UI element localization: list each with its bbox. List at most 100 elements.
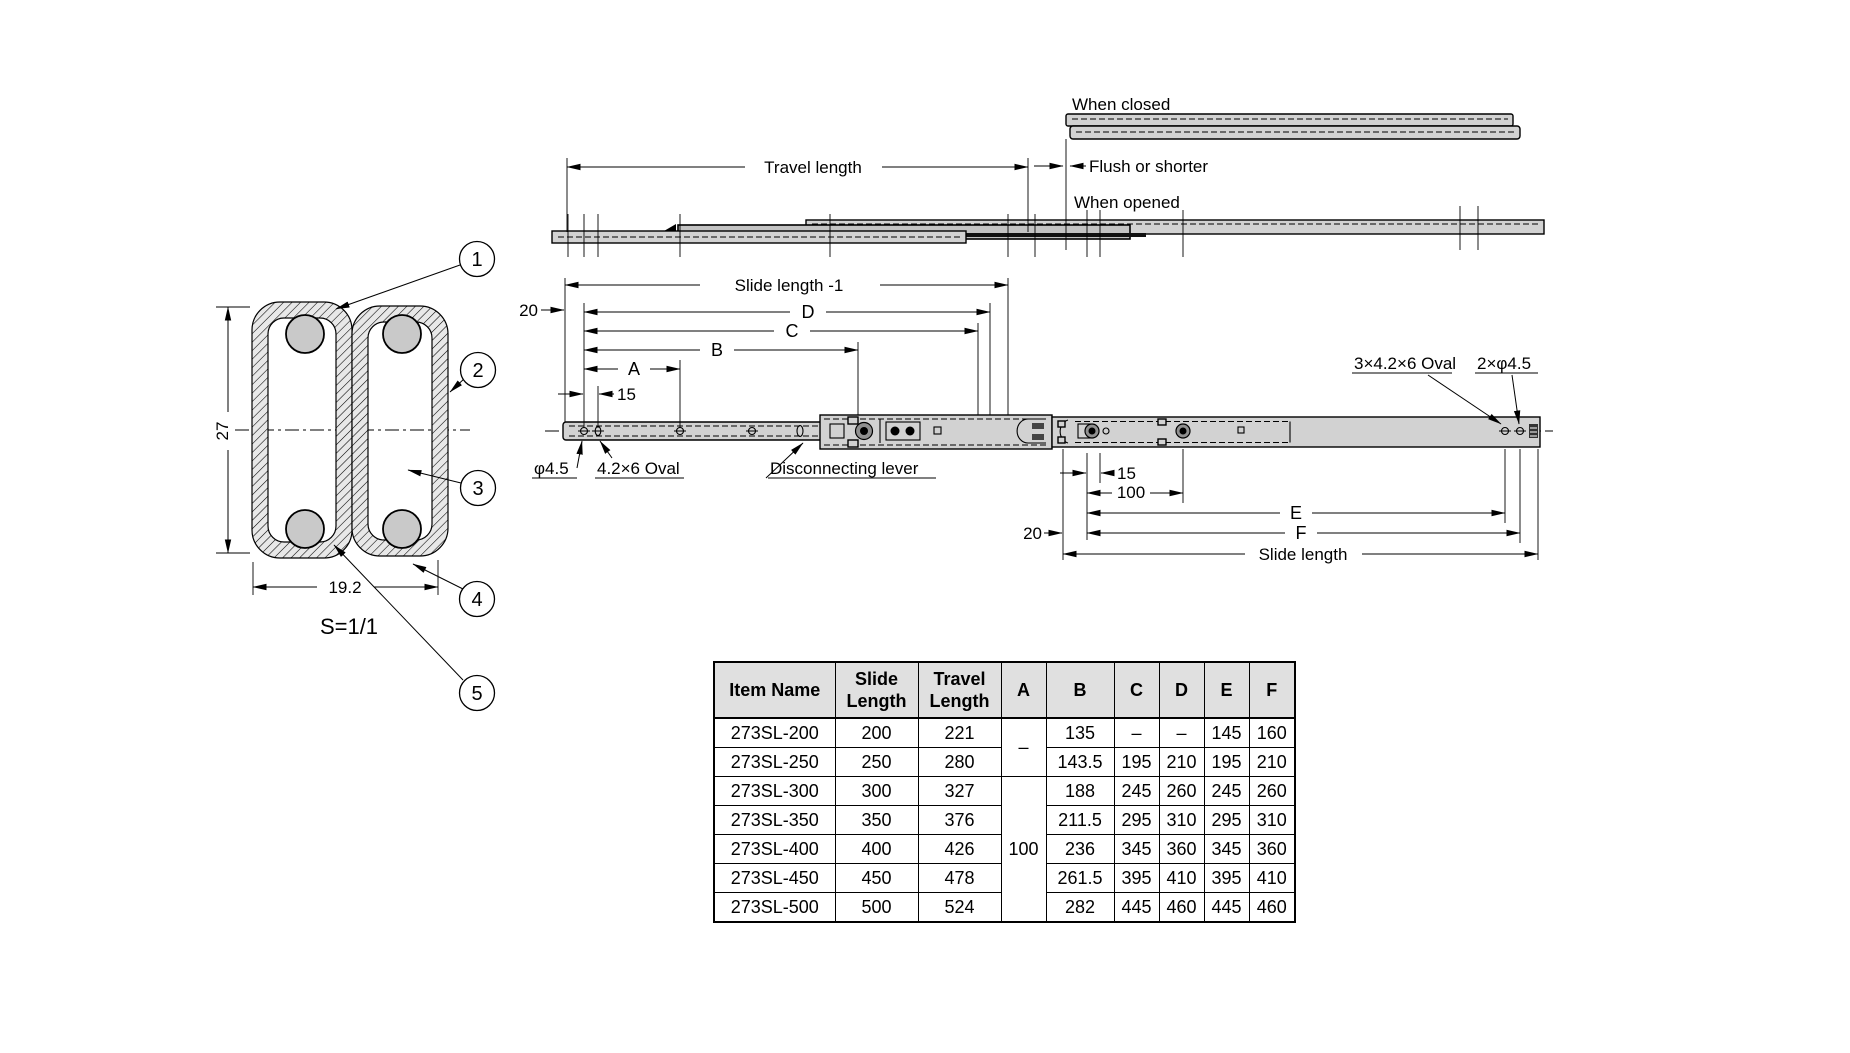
- col-f: F: [1248, 661, 1296, 719]
- col-travel-length: Travel Length: [917, 661, 1002, 719]
- slide-length-minus1-label: Slide length -1: [735, 276, 844, 295]
- cell-item: 273SL-500: [713, 892, 836, 923]
- member-overlap-band: [790, 233, 1146, 237]
- cell-f: 360: [1248, 834, 1296, 864]
- table-header-row: Item Name Slide Length Travel Length A B…: [713, 661, 1296, 719]
- oval-hole-label: 4.2×6 Oval: [597, 459, 680, 478]
- cell-slide: 450: [834, 863, 919, 893]
- callout-circle-4: [458, 580, 496, 618]
- ball-top-left: [285, 314, 325, 354]
- dim-c: C: [786, 321, 799, 341]
- open-close-diagram: When closed When opened Travel length Fl…: [551, 95, 1545, 257]
- cell-item: 273SL-250: [713, 747, 836, 777]
- cell-b: 282: [1045, 892, 1115, 923]
- callout-circle-3: [459, 469, 497, 507]
- col-d: D: [1158, 661, 1205, 719]
- cell-item: 273SL-400: [713, 834, 836, 864]
- cabinet-member-rail: [1051, 416, 1541, 448]
- cross-section-left-member: [251, 301, 353, 559]
- cell-e: 445: [1203, 892, 1250, 923]
- cell-b: 261.5: [1045, 863, 1115, 893]
- cell-c: 345: [1113, 834, 1160, 864]
- flush-or-shorter-label: Flush or shorter: [1089, 157, 1208, 176]
- table-row: 273SL-300 300 327 100 188 245 260 245 26…: [713, 776, 1296, 923]
- member-hook: [664, 224, 676, 231]
- cell-d: 310: [1158, 805, 1205, 835]
- dim-e: E: [1290, 503, 1302, 523]
- cell-slide: 200: [834, 717, 919, 748]
- cell-c: 295: [1113, 805, 1160, 835]
- cell-e: 345: [1203, 834, 1250, 864]
- when-opened-label: When opened: [1074, 193, 1180, 212]
- ball-top-right: [382, 314, 422, 354]
- table-row: 273SL-350 350 376 211.5 295 310 295 310: [713, 805, 1296, 835]
- cell-travel: 478: [917, 863, 1002, 893]
- cross-section-drawing: 27 19.2 S=1/1 1 2 3 4 5: [213, 240, 497, 712]
- col-e: E: [1203, 661, 1250, 719]
- disconnecting-lever-label: Disconnecting lever: [770, 459, 919, 478]
- dim-a: A: [628, 359, 640, 379]
- col-slide-length: Slide Length: [834, 661, 919, 719]
- col-b: B: [1045, 661, 1115, 719]
- cell-d: 210: [1158, 747, 1205, 777]
- cell-e: 145: [1203, 717, 1250, 748]
- cell-item: 273SL-450: [713, 863, 836, 893]
- when-closed-label: When closed: [1072, 95, 1170, 114]
- dim-20-right: 20: [1023, 524, 1042, 543]
- callout-3: 3: [472, 478, 483, 500]
- cell-travel: 524: [917, 892, 1002, 923]
- cell-f: 410: [1248, 863, 1296, 893]
- cell-c: 245: [1113, 776, 1160, 806]
- cell-slide: 500: [834, 892, 919, 923]
- dim-100: 100: [1117, 483, 1145, 502]
- cell-a-merged: 100: [1000, 776, 1047, 923]
- cell-travel: 376: [917, 805, 1002, 835]
- col-c: C: [1113, 661, 1160, 719]
- slide-length-label: Slide length: [1259, 545, 1348, 564]
- cell-b: 211.5: [1045, 805, 1115, 835]
- cell-travel: 221: [917, 717, 1002, 748]
- table-row: 273SL-250 250 280 143.5 195 210 195 210: [713, 747, 1296, 777]
- callout-2: 2: [472, 360, 483, 382]
- scale-label: S=1/1: [320, 614, 378, 639]
- cell-c: 445: [1113, 892, 1160, 923]
- col-item-name: Item Name: [713, 661, 836, 719]
- cell-d: 460: [1158, 892, 1205, 923]
- cell-b: 188: [1045, 776, 1115, 806]
- cell-travel: 327: [917, 776, 1002, 806]
- cell-f: 310: [1248, 805, 1296, 835]
- width-dim: 19.2: [328, 578, 361, 597]
- cell-slide: 300: [834, 776, 919, 806]
- col-a: A: [1000, 661, 1047, 719]
- cell-b: 135: [1045, 717, 1115, 748]
- cell-item: 273SL-200: [713, 717, 836, 748]
- cell-d: 360: [1158, 834, 1205, 864]
- travel-length-label: Travel length: [764, 158, 862, 177]
- oval-hole-3x-label: 3×4.2×6 Oval: [1354, 354, 1456, 373]
- ball-bottom-left: [285, 509, 325, 549]
- height-dim: 27: [213, 422, 232, 441]
- cell-d: 260: [1158, 776, 1205, 806]
- cell-item: 273SL-300: [713, 776, 836, 806]
- cell-c: –: [1113, 717, 1160, 748]
- cell-slide: 250: [834, 747, 919, 777]
- dim-20-left: 20: [519, 301, 538, 320]
- cell-d: 410: [1158, 863, 1205, 893]
- dim-d: D: [802, 302, 815, 322]
- dim-15-right: 15: [1117, 464, 1136, 483]
- end-clip: [1529, 424, 1538, 438]
- cell-travel: 280: [917, 747, 1002, 777]
- cell-b: 143.5: [1045, 747, 1115, 777]
- cell-f: 460: [1248, 892, 1296, 923]
- table-row: 273SL-400 400 426 236 345 360 345 360: [713, 834, 1296, 864]
- cell-f: 260: [1248, 776, 1296, 806]
- cell-a-merged: –: [1000, 717, 1047, 777]
- callout-1: 1: [471, 249, 482, 271]
- table-row: 273SL-450 450 478 261.5 395 410 395 410: [713, 863, 1296, 893]
- ball-bottom-right: [382, 509, 422, 549]
- cell-e: 245: [1203, 776, 1250, 806]
- cell-b: 236: [1045, 834, 1115, 864]
- phi-hole-label: φ4.5: [534, 459, 569, 478]
